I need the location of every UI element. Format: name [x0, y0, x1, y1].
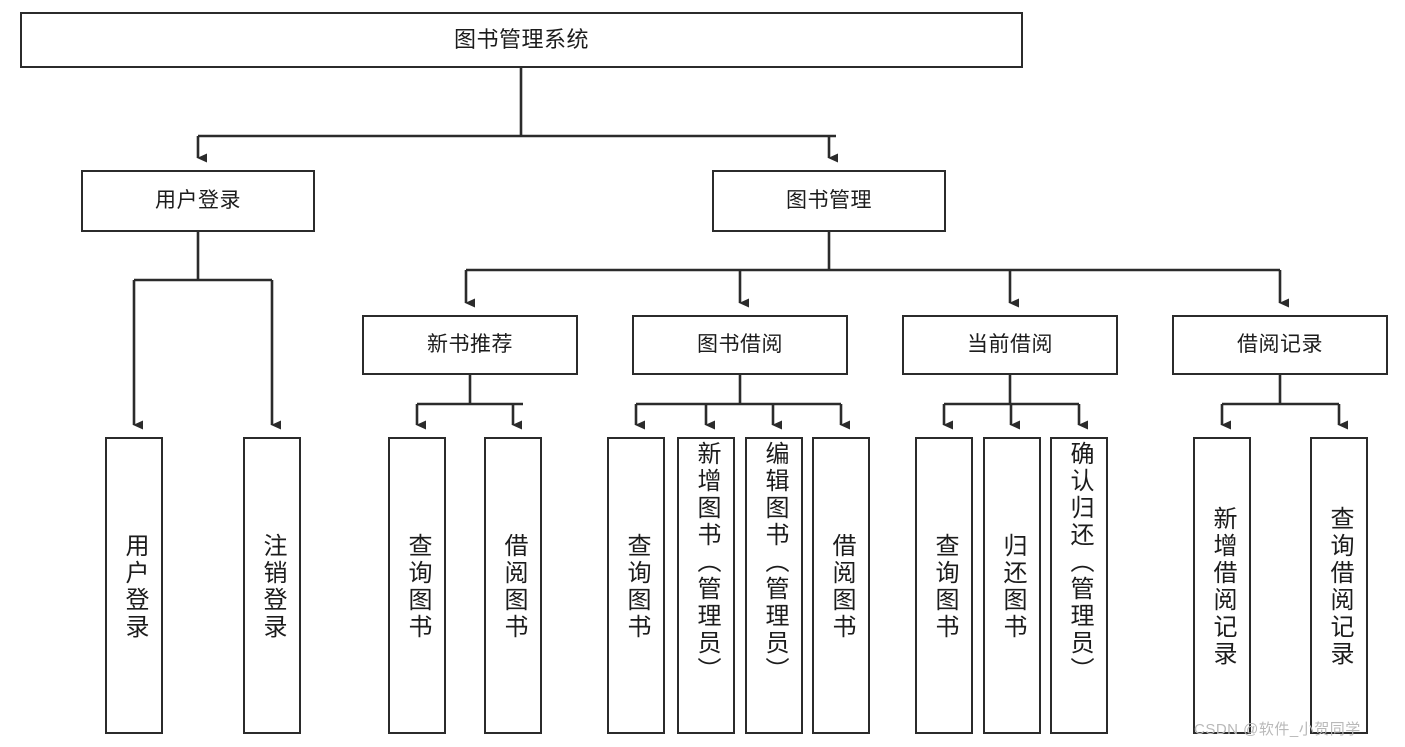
- node-label: 归还图书: [999, 532, 1026, 641]
- node-label: 确认归还（管理员）: [1066, 441, 1093, 684]
- node-book-borrow[interactable]: 图书借阅: [632, 315, 848, 375]
- node-label: 注销登录: [259, 532, 286, 641]
- node-label: 查询图书: [931, 532, 958, 641]
- node-root-book-management-system[interactable]: 图书管理系统: [20, 12, 1023, 68]
- node-label: 查询图书: [623, 532, 650, 641]
- leaf-book-borrow-borrow-book[interactable]: 借阅图书: [812, 437, 870, 734]
- leaf-new-book-query-book[interactable]: 查询图书: [388, 437, 446, 734]
- leaf-new-book-borrow-book[interactable]: 借阅图书: [484, 437, 542, 734]
- node-label: 图书管理系统: [453, 27, 589, 53]
- leaf-borrow-record-query-record[interactable]: 查询借阅记录: [1310, 437, 1368, 734]
- csdn-watermark: CSDN @软件_小贺同学: [1194, 721, 1361, 738]
- node-label: 当前借阅: [967, 332, 1053, 356]
- node-label: 查询图书: [404, 532, 431, 641]
- node-label: 借阅图书: [828, 532, 855, 641]
- leaf-user-login-logout[interactable]: 注销登录: [243, 437, 301, 734]
- node-new-book-recommend[interactable]: 新书推荐: [362, 315, 578, 375]
- node-user-login[interactable]: 用户登录: [81, 170, 315, 232]
- node-label: 借阅图书: [500, 532, 527, 641]
- leaf-current-borrow-confirm-return-admin[interactable]: 确认归还（管理员）: [1050, 437, 1108, 734]
- node-current-borrow[interactable]: 当前借阅: [902, 315, 1118, 375]
- leaf-current-borrow-query-book[interactable]: 查询图书: [915, 437, 973, 734]
- node-book-management[interactable]: 图书管理: [712, 170, 946, 232]
- leaf-current-borrow-return-book[interactable]: 归还图书: [983, 437, 1041, 734]
- node-label: 新书推荐: [427, 332, 513, 356]
- node-label: 编辑图书（管理员）: [761, 441, 788, 684]
- node-label: 查询借阅记录: [1326, 505, 1353, 668]
- node-label: 用户登录: [155, 188, 241, 212]
- node-label: 新增图书（管理员）: [693, 441, 720, 684]
- leaf-borrow-record-add-record[interactable]: 新增借阅记录: [1193, 437, 1251, 734]
- node-label: 新增借阅记录: [1209, 505, 1236, 668]
- leaf-book-borrow-add-book-admin[interactable]: 新增图书（管理员）: [677, 437, 735, 734]
- leaf-book-borrow-edit-book-admin[interactable]: 编辑图书（管理员）: [745, 437, 803, 734]
- node-label: 图书管理: [786, 188, 872, 212]
- node-label: 借阅记录: [1237, 332, 1323, 356]
- leaf-user-login-login[interactable]: 用户登录: [105, 437, 163, 734]
- node-label: 图书借阅: [697, 332, 783, 356]
- node-borrow-record[interactable]: 借阅记录: [1172, 315, 1388, 375]
- leaf-book-borrow-query-book[interactable]: 查询图书: [607, 437, 665, 734]
- node-label: 用户登录: [121, 532, 148, 641]
